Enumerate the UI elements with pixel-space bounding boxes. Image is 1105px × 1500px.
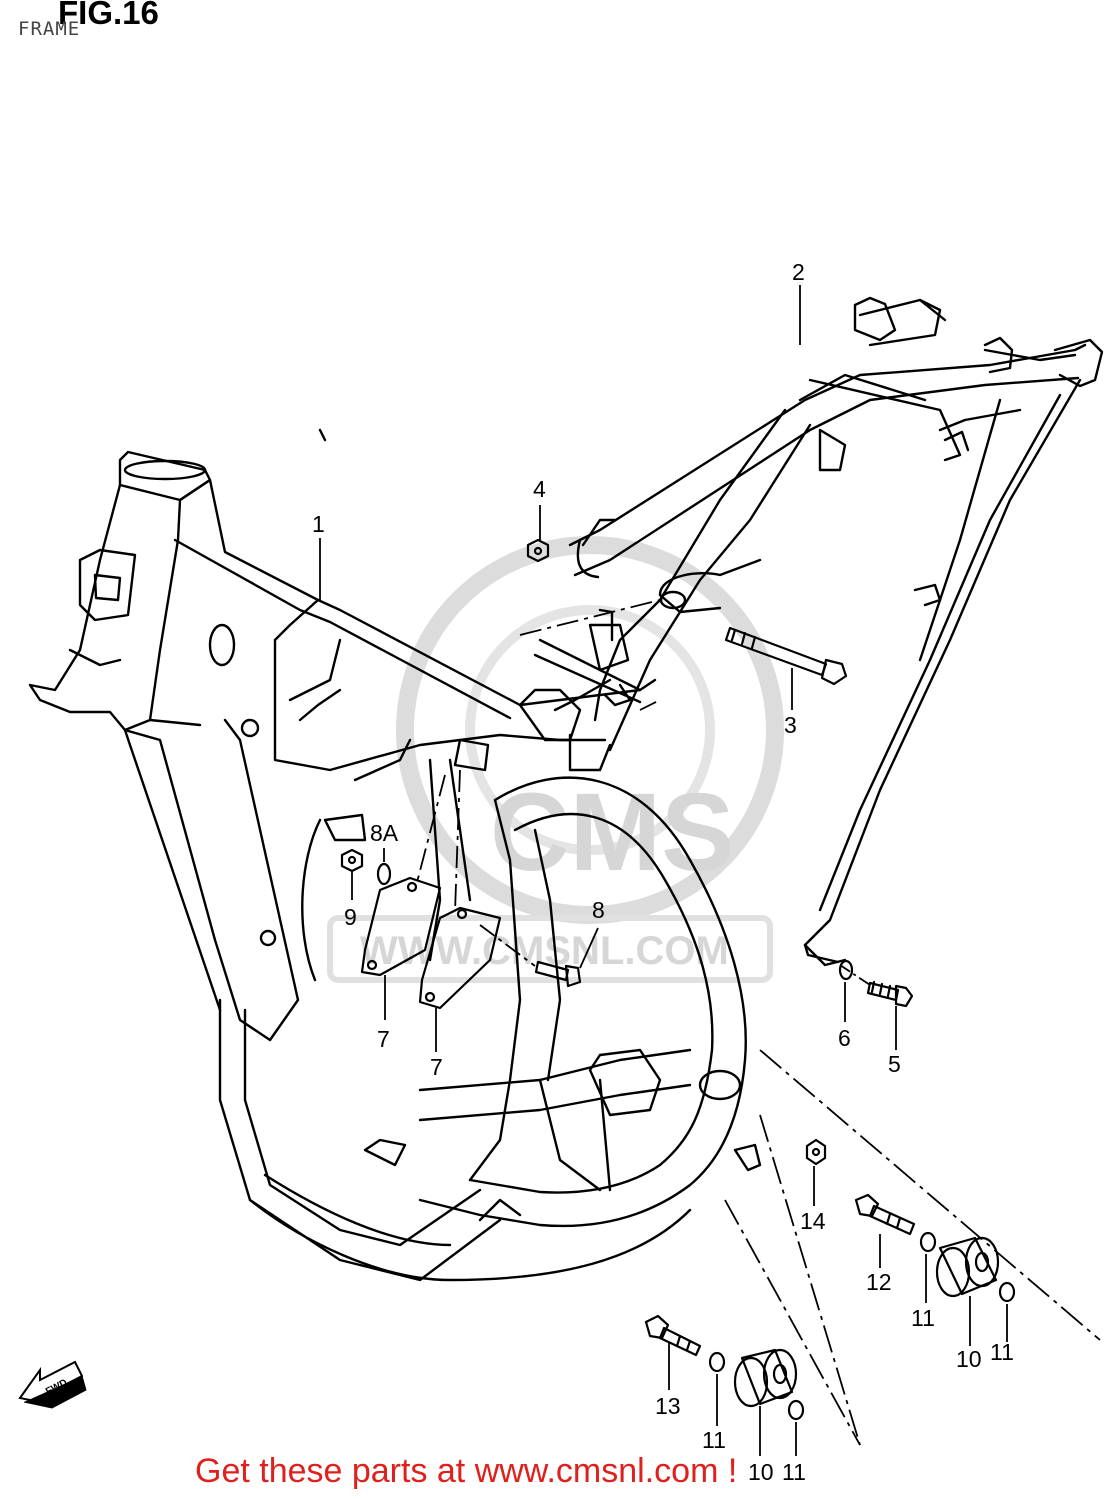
main-frame: [28, 428, 762, 1282]
callout-2: 2: [792, 259, 805, 285]
callout-11-mid: 11: [911, 1305, 935, 1331]
callout-11-left: 11: [702, 1427, 726, 1453]
bolt-12: [854, 1193, 916, 1236]
callout-10-upper: 10: [956, 1346, 982, 1372]
bolt-5: [866, 980, 914, 1008]
bolt-13: [644, 1314, 702, 1357]
hardware: [340, 538, 1016, 1421]
rear-subframe: [568, 296, 1104, 967]
watermark-url: WWW.CMSNL.COM: [360, 929, 729, 973]
callout-8a: 8A: [370, 820, 399, 846]
collar-10-lower: [733, 1348, 798, 1408]
nut-9: [340, 848, 364, 873]
callout-7-right: 7: [430, 1054, 443, 1080]
callout-11-bottom: 11: [782, 1459, 806, 1485]
callout-7-left: 7: [377, 1026, 390, 1052]
bolt-8: [534, 960, 582, 988]
callout-4: 4: [533, 476, 546, 502]
figure-title: FIG.16: [58, 0, 159, 31]
promo-link[interactable]: Get these parts at www.cmsnl.com !: [195, 1452, 738, 1490]
callout-labels: 1 2 3 4 5 6 7 7 8 8A 9 10 10 11 11 11 11…: [312, 259, 1014, 1485]
callout-11-right: 11: [990, 1339, 1014, 1365]
nut-14: [805, 1138, 827, 1166]
washer-11b: [998, 1281, 1016, 1303]
bolt-3: [724, 626, 848, 686]
washer-6: [838, 959, 854, 981]
washer-11c: [708, 1351, 726, 1373]
callout-13: 13: [655, 1393, 681, 1419]
leader-lines: [319, 285, 1101, 1456]
washer-11d: [787, 1399, 805, 1421]
callout-5: 5: [888, 1051, 901, 1077]
callout-9: 9: [344, 904, 357, 930]
bracket-7-right: [418, 906, 502, 1010]
collar-10-upper: [935, 1236, 1000, 1298]
washer-11a: [919, 1231, 937, 1253]
fwd-arrow-icon: FWD: [18, 1360, 87, 1409]
cms-watermark: CMS WWW.CMSNL.COM: [327, 536, 784, 983]
callout-8: 8: [592, 897, 605, 923]
callout-12: 12: [866, 1269, 892, 1295]
watermark-brand: CMS: [490, 771, 734, 894]
callout-1: 1: [312, 511, 325, 537]
nut-4: [526, 538, 550, 563]
callout-3: 3: [784, 712, 797, 738]
callout-10-lower: 10: [748, 1459, 774, 1485]
figure-subtitle: FRAME: [18, 18, 81, 40]
washer-8a: [376, 862, 392, 886]
callout-6: 6: [838, 1025, 851, 1051]
callout-14: 14: [800, 1208, 826, 1234]
